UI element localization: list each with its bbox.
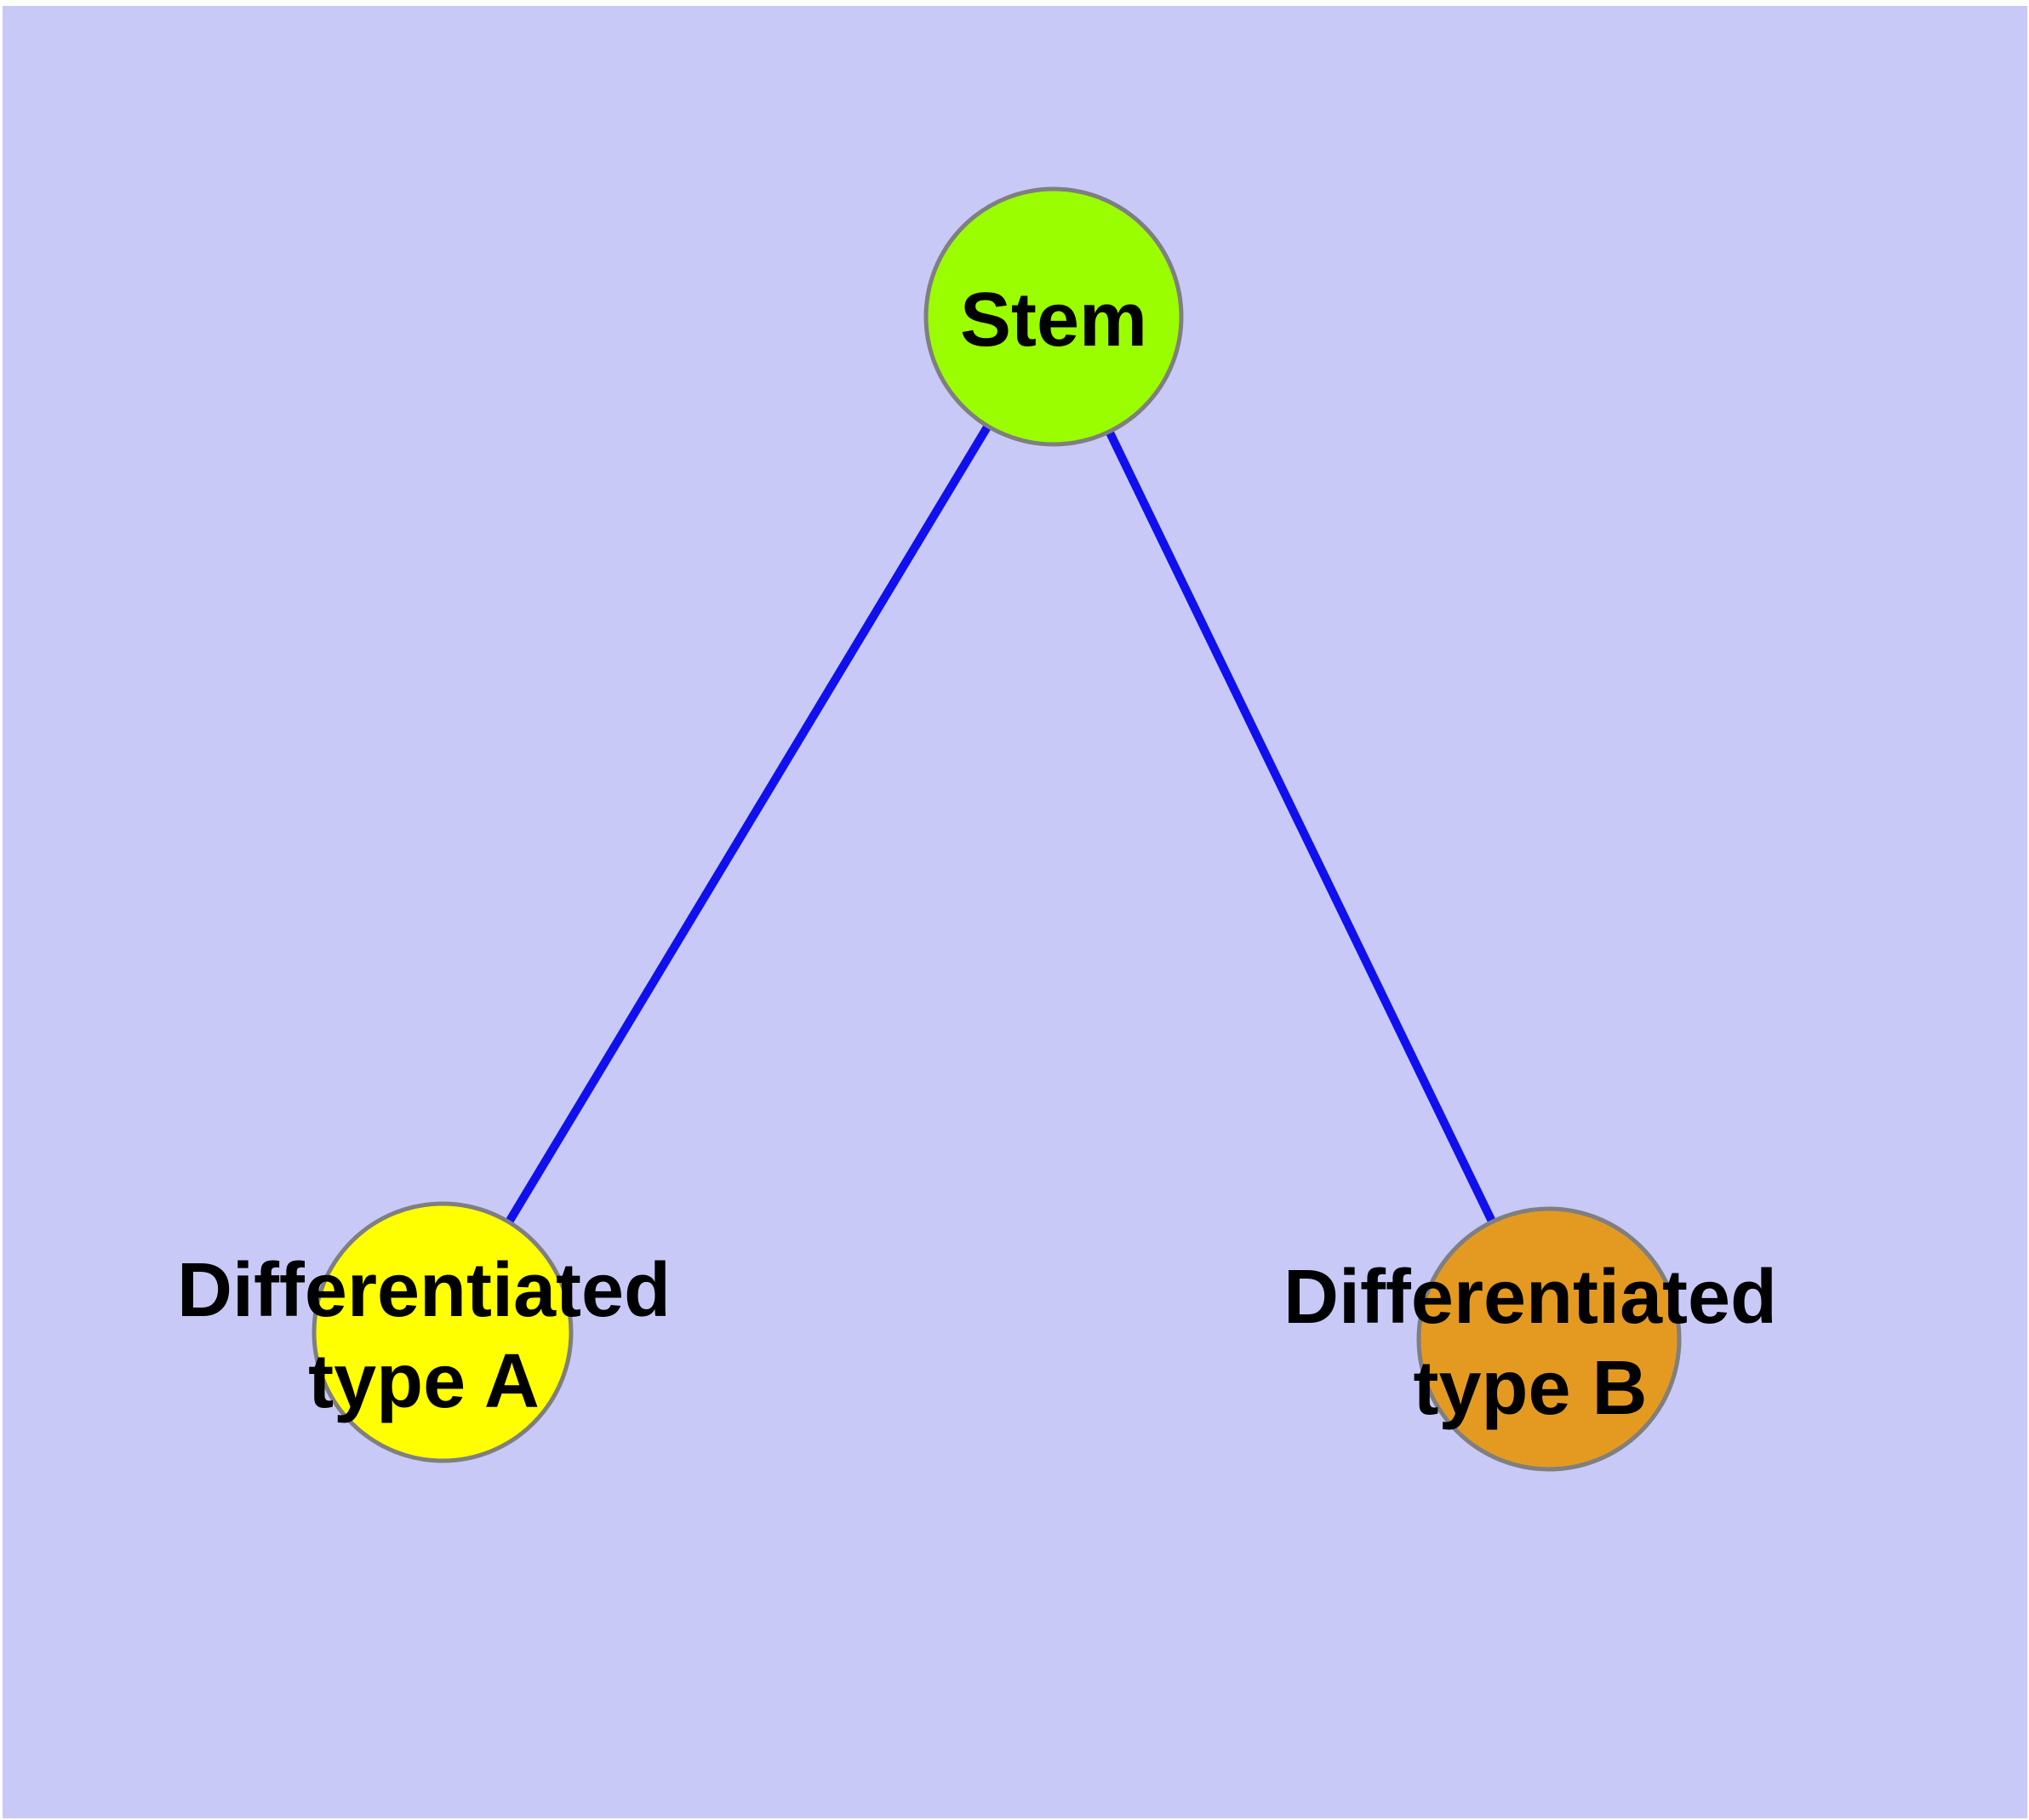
node-type-a-circle bbox=[311, 1201, 574, 1463]
node-type-b-label-line1: Differentiated bbox=[1283, 1255, 1777, 1340]
node-stem-circle bbox=[923, 186, 1184, 447]
edge-stem-to-type-b bbox=[1049, 314, 1553, 1342]
node-type-a-label-line2: type A bbox=[308, 1339, 540, 1424]
node-type-a-label-line1: Differentiated bbox=[177, 1248, 671, 1333]
node-type-b-circle bbox=[1416, 1206, 1682, 1472]
node-type-b-label-line2: type B bbox=[1413, 1346, 1647, 1431]
node-stem-label: Stem bbox=[960, 278, 1147, 363]
edge-stem-to-type-a bbox=[438, 314, 1058, 1335]
